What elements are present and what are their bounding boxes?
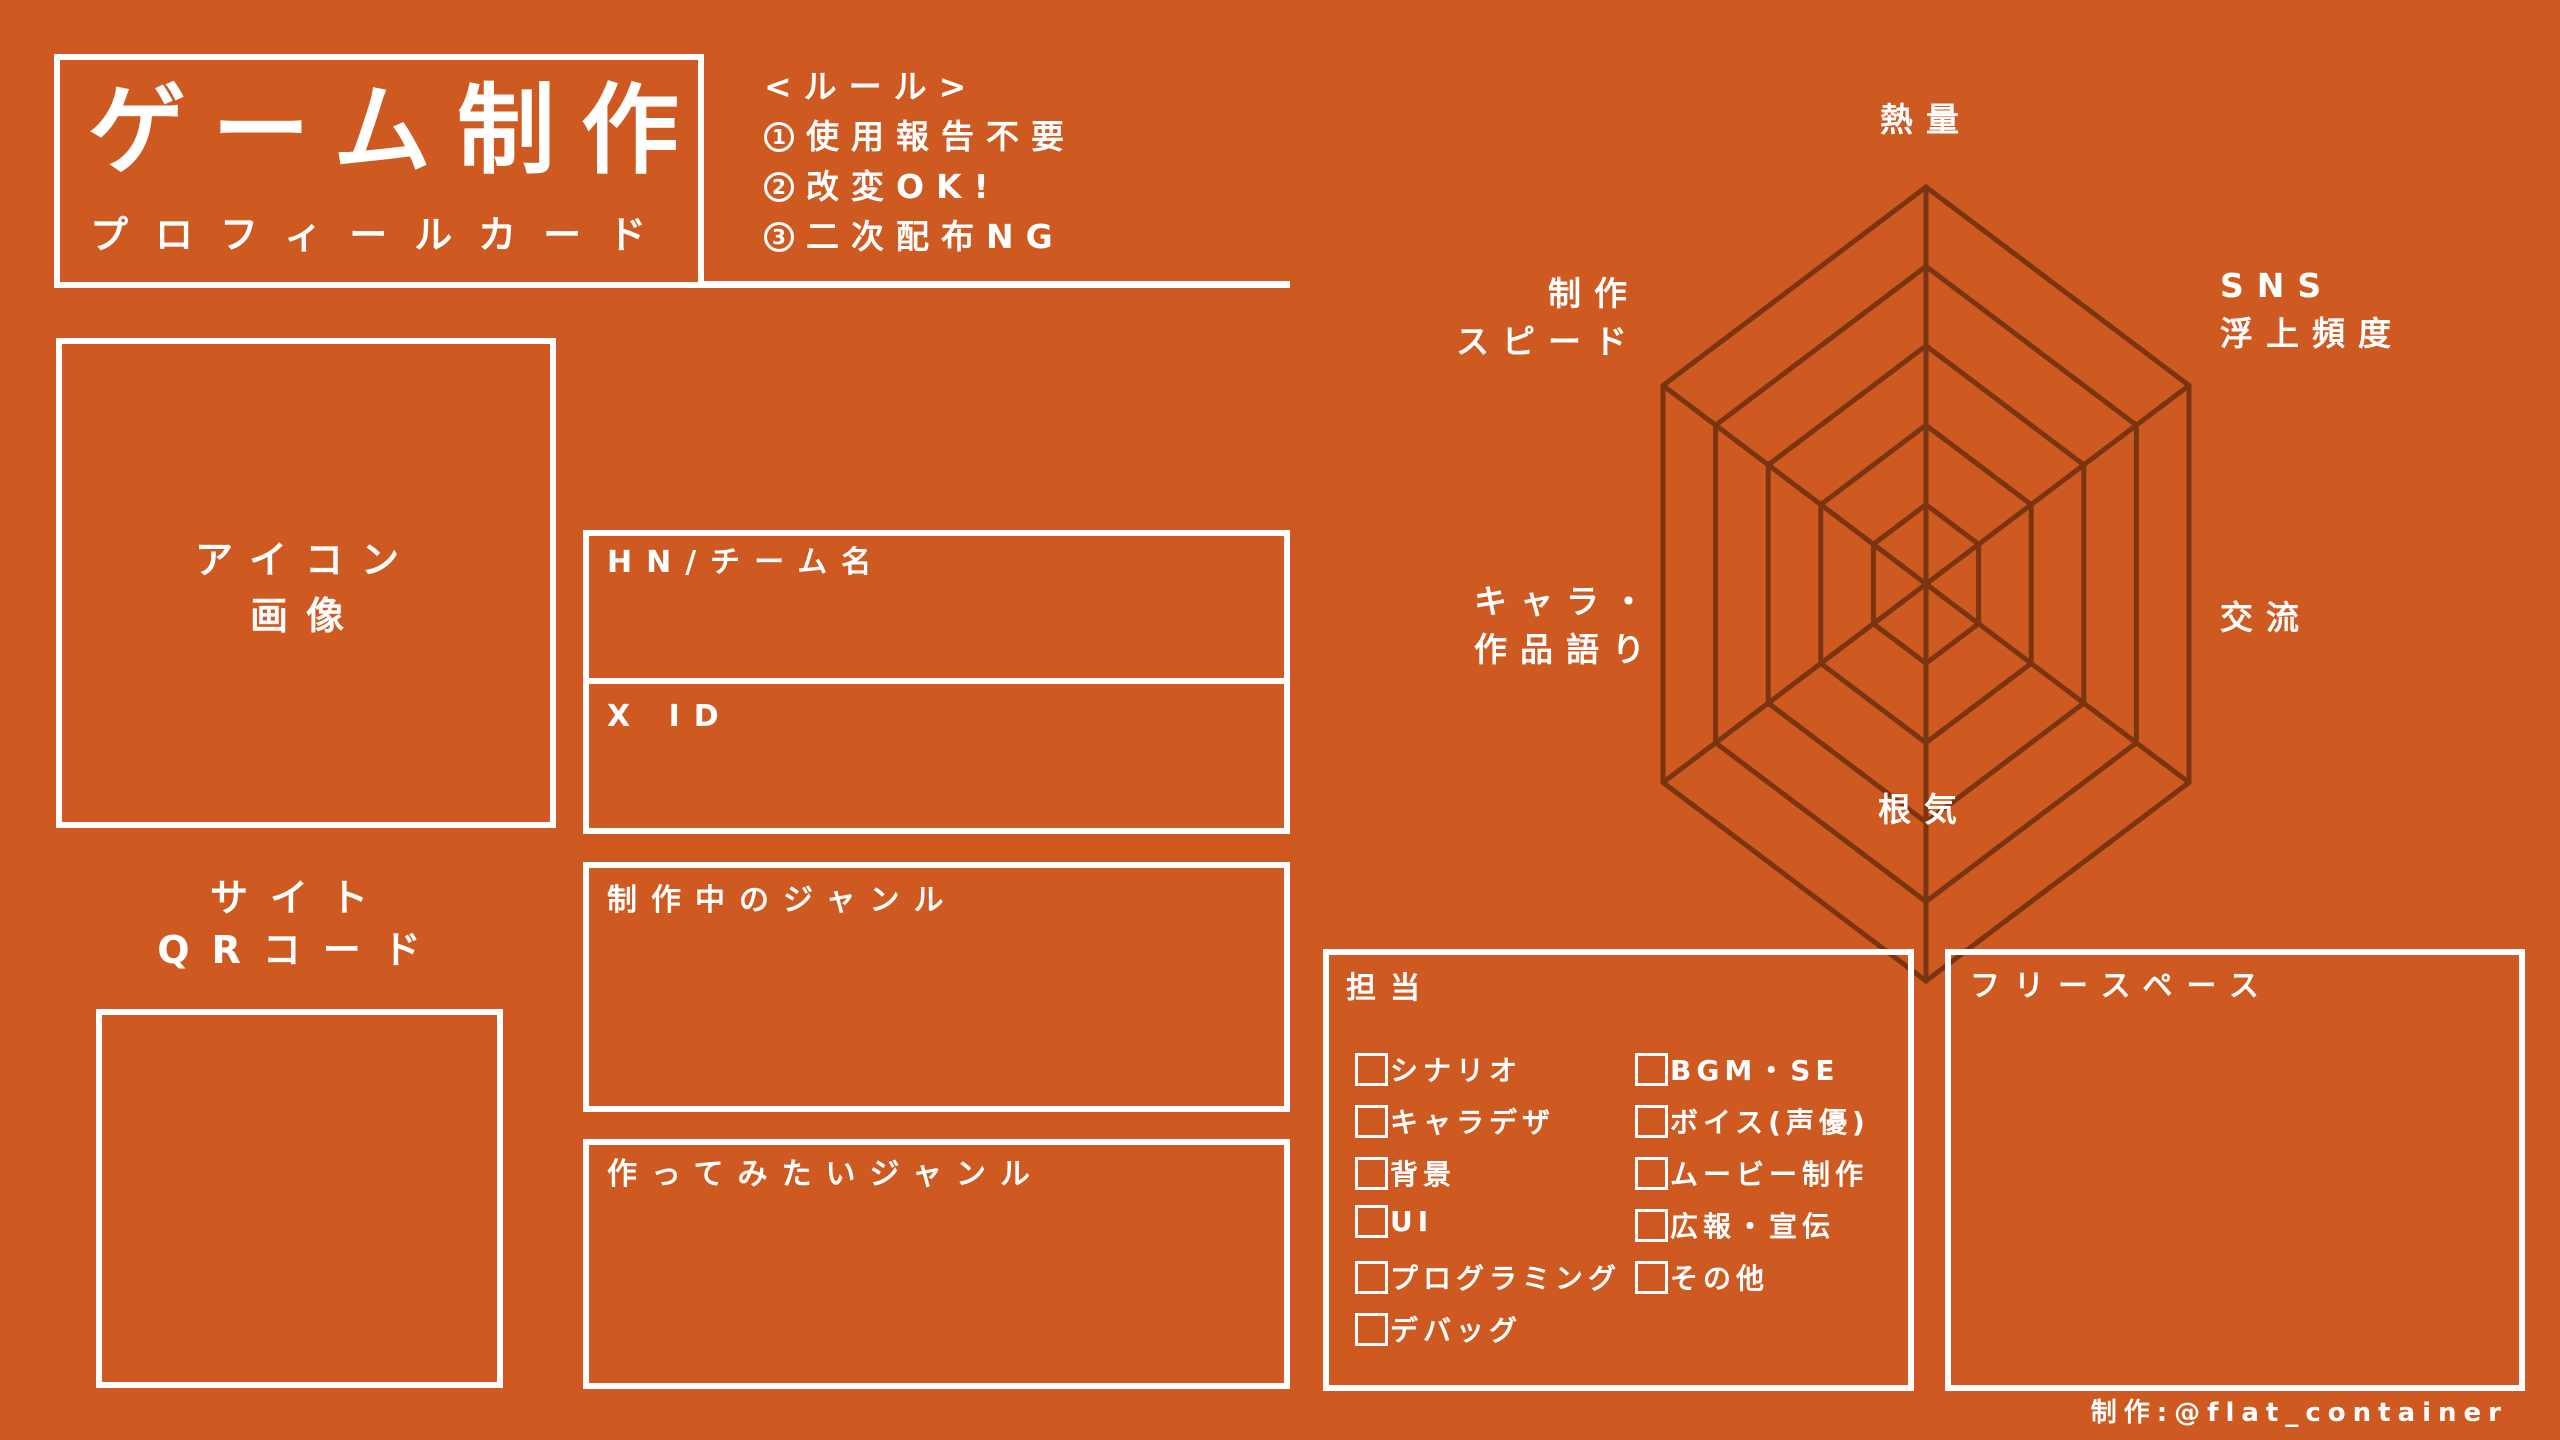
radar-axis-label-production-speed: 制作 スピード: [1456, 274, 1640, 361]
roles-panel: [1323, 949, 1914, 1391]
role-checkbox-background[interactable]: 背景: [1355, 1153, 1456, 1193]
qr-label-line1: サイト: [209, 876, 390, 920]
icon-image-label: アイコン 画像: [56, 532, 556, 644]
rule-item: 2 改変OK!: [764, 162, 1076, 212]
checkbox-icon[interactable]: [1635, 1208, 1668, 1242]
radar-axis-label-sns-frequency: SNS 浮上頻度: [2220, 266, 2404, 353]
checkbox-icon[interactable]: [1635, 1052, 1668, 1086]
rule-item: 3 二次配布NG: [764, 212, 1076, 262]
icon-image-placeholder[interactable]: [56, 338, 556, 828]
checkbox-icon[interactable]: [1355, 1312, 1388, 1346]
rules-list: <ルール> 1 使用報告不要 2 改変OK! 3 二次配布NG: [764, 62, 1076, 262]
rule-text: 使用報告不要: [806, 117, 1076, 156]
radar-spoke: [1661, 383, 1928, 586]
free-space-label: フリースペース: [1970, 969, 2273, 1004]
hn-team-name-label: HN/チーム名: [607, 545, 886, 580]
checkbox-icon[interactable]: [1635, 1260, 1668, 1294]
role-checkbox-debug[interactable]: デバッグ: [1355, 1309, 1522, 1349]
page-title: ゲーム制作: [88, 74, 706, 188]
hn-team-name-field[interactable]: [590, 600, 1283, 676]
radar-spoke: [1661, 582, 1928, 785]
desired-genre-label: 作ってみたいジャンル: [607, 1157, 1044, 1192]
free-space-field[interactable]: [1945, 949, 2525, 1391]
circled-number-icon: 3: [764, 222, 794, 252]
role-checkbox-scenario[interactable]: シナリオ: [1355, 1049, 1522, 1089]
title-underline-divider: [700, 281, 1290, 288]
checkbox-icon[interactable]: [1635, 1156, 1668, 1190]
site-qr-label: サイト QRコード: [96, 872, 504, 976]
role-checkbox-character-design[interactable]: キャラデザ: [1355, 1101, 1555, 1141]
circled-number-icon: 2: [764, 172, 794, 202]
radar-axis-label-perseverance: 根気: [1878, 790, 1970, 829]
radar-spoke: [1924, 582, 2191, 785]
role-checkbox-movie[interactable]: ムービー制作: [1635, 1153, 1868, 1193]
role-checkbox-programming[interactable]: プログラミング: [1355, 1257, 1621, 1297]
qr-label-line2: QRコード: [157, 928, 443, 972]
role-checkbox-voice[interactable]: ボイス(声優): [1635, 1101, 1870, 1141]
rule-item: 1 使用報告不要: [764, 112, 1076, 162]
icon-label-line2: 画像: [249, 594, 362, 638]
role-checkbox-pr[interactable]: 広報・宣伝: [1635, 1205, 1835, 1245]
radar-axis-label-character-talk: キャラ・ 作品語り: [1474, 582, 1658, 669]
title-frame: [54, 54, 704, 288]
rule-text: 改変OK!: [806, 167, 1001, 206]
rule-text: 二次配布NG: [806, 217, 1065, 256]
checkbox-icon[interactable]: [1355, 1052, 1388, 1086]
x-id-field[interactable]: [590, 750, 1283, 826]
radar-chart: [1660, 183, 2192, 985]
current-genre-label: 制作中のジャンル: [607, 883, 958, 918]
checkbox-icon[interactable]: [1355, 1104, 1388, 1138]
radar-grid: [1660, 183, 2192, 985]
credit-text: 制作:@flat_container: [2090, 1398, 2508, 1428]
checkbox-icon[interactable]: [1355, 1260, 1388, 1294]
radar-axis-label-passion: 熱量: [1880, 100, 1972, 139]
radar-axis-label-interaction: 交流: [2220, 598, 2312, 637]
icon-label-line1: アイコン: [194, 538, 418, 582]
page-subtitle: プロフィールカード: [90, 213, 674, 257]
checkbox-icon[interactable]: [1355, 1205, 1388, 1238]
x-id-label: X ID: [607, 699, 733, 734]
desired-genre-field[interactable]: [583, 1139, 1290, 1389]
role-checkbox-bgm-se[interactable]: BGM・SE: [1635, 1049, 1839, 1089]
circled-number-icon: 1: [764, 122, 794, 152]
current-genre-field[interactable]: [583, 862, 1290, 1112]
checkbox-icon[interactable]: [1355, 1156, 1388, 1190]
role-checkbox-other[interactable]: その他: [1635, 1257, 1769, 1297]
roles-title: 担当: [1346, 971, 1434, 1006]
role-checkbox-ui[interactable]: UI: [1355, 1205, 1433, 1238]
radar-spoke: [1924, 383, 2191, 586]
checkbox-icon[interactable]: [1635, 1104, 1668, 1138]
rules-heading: <ルール>: [764, 67, 979, 106]
field-divider: [583, 678, 1290, 684]
qr-code-placeholder[interactable]: [96, 1009, 503, 1388]
